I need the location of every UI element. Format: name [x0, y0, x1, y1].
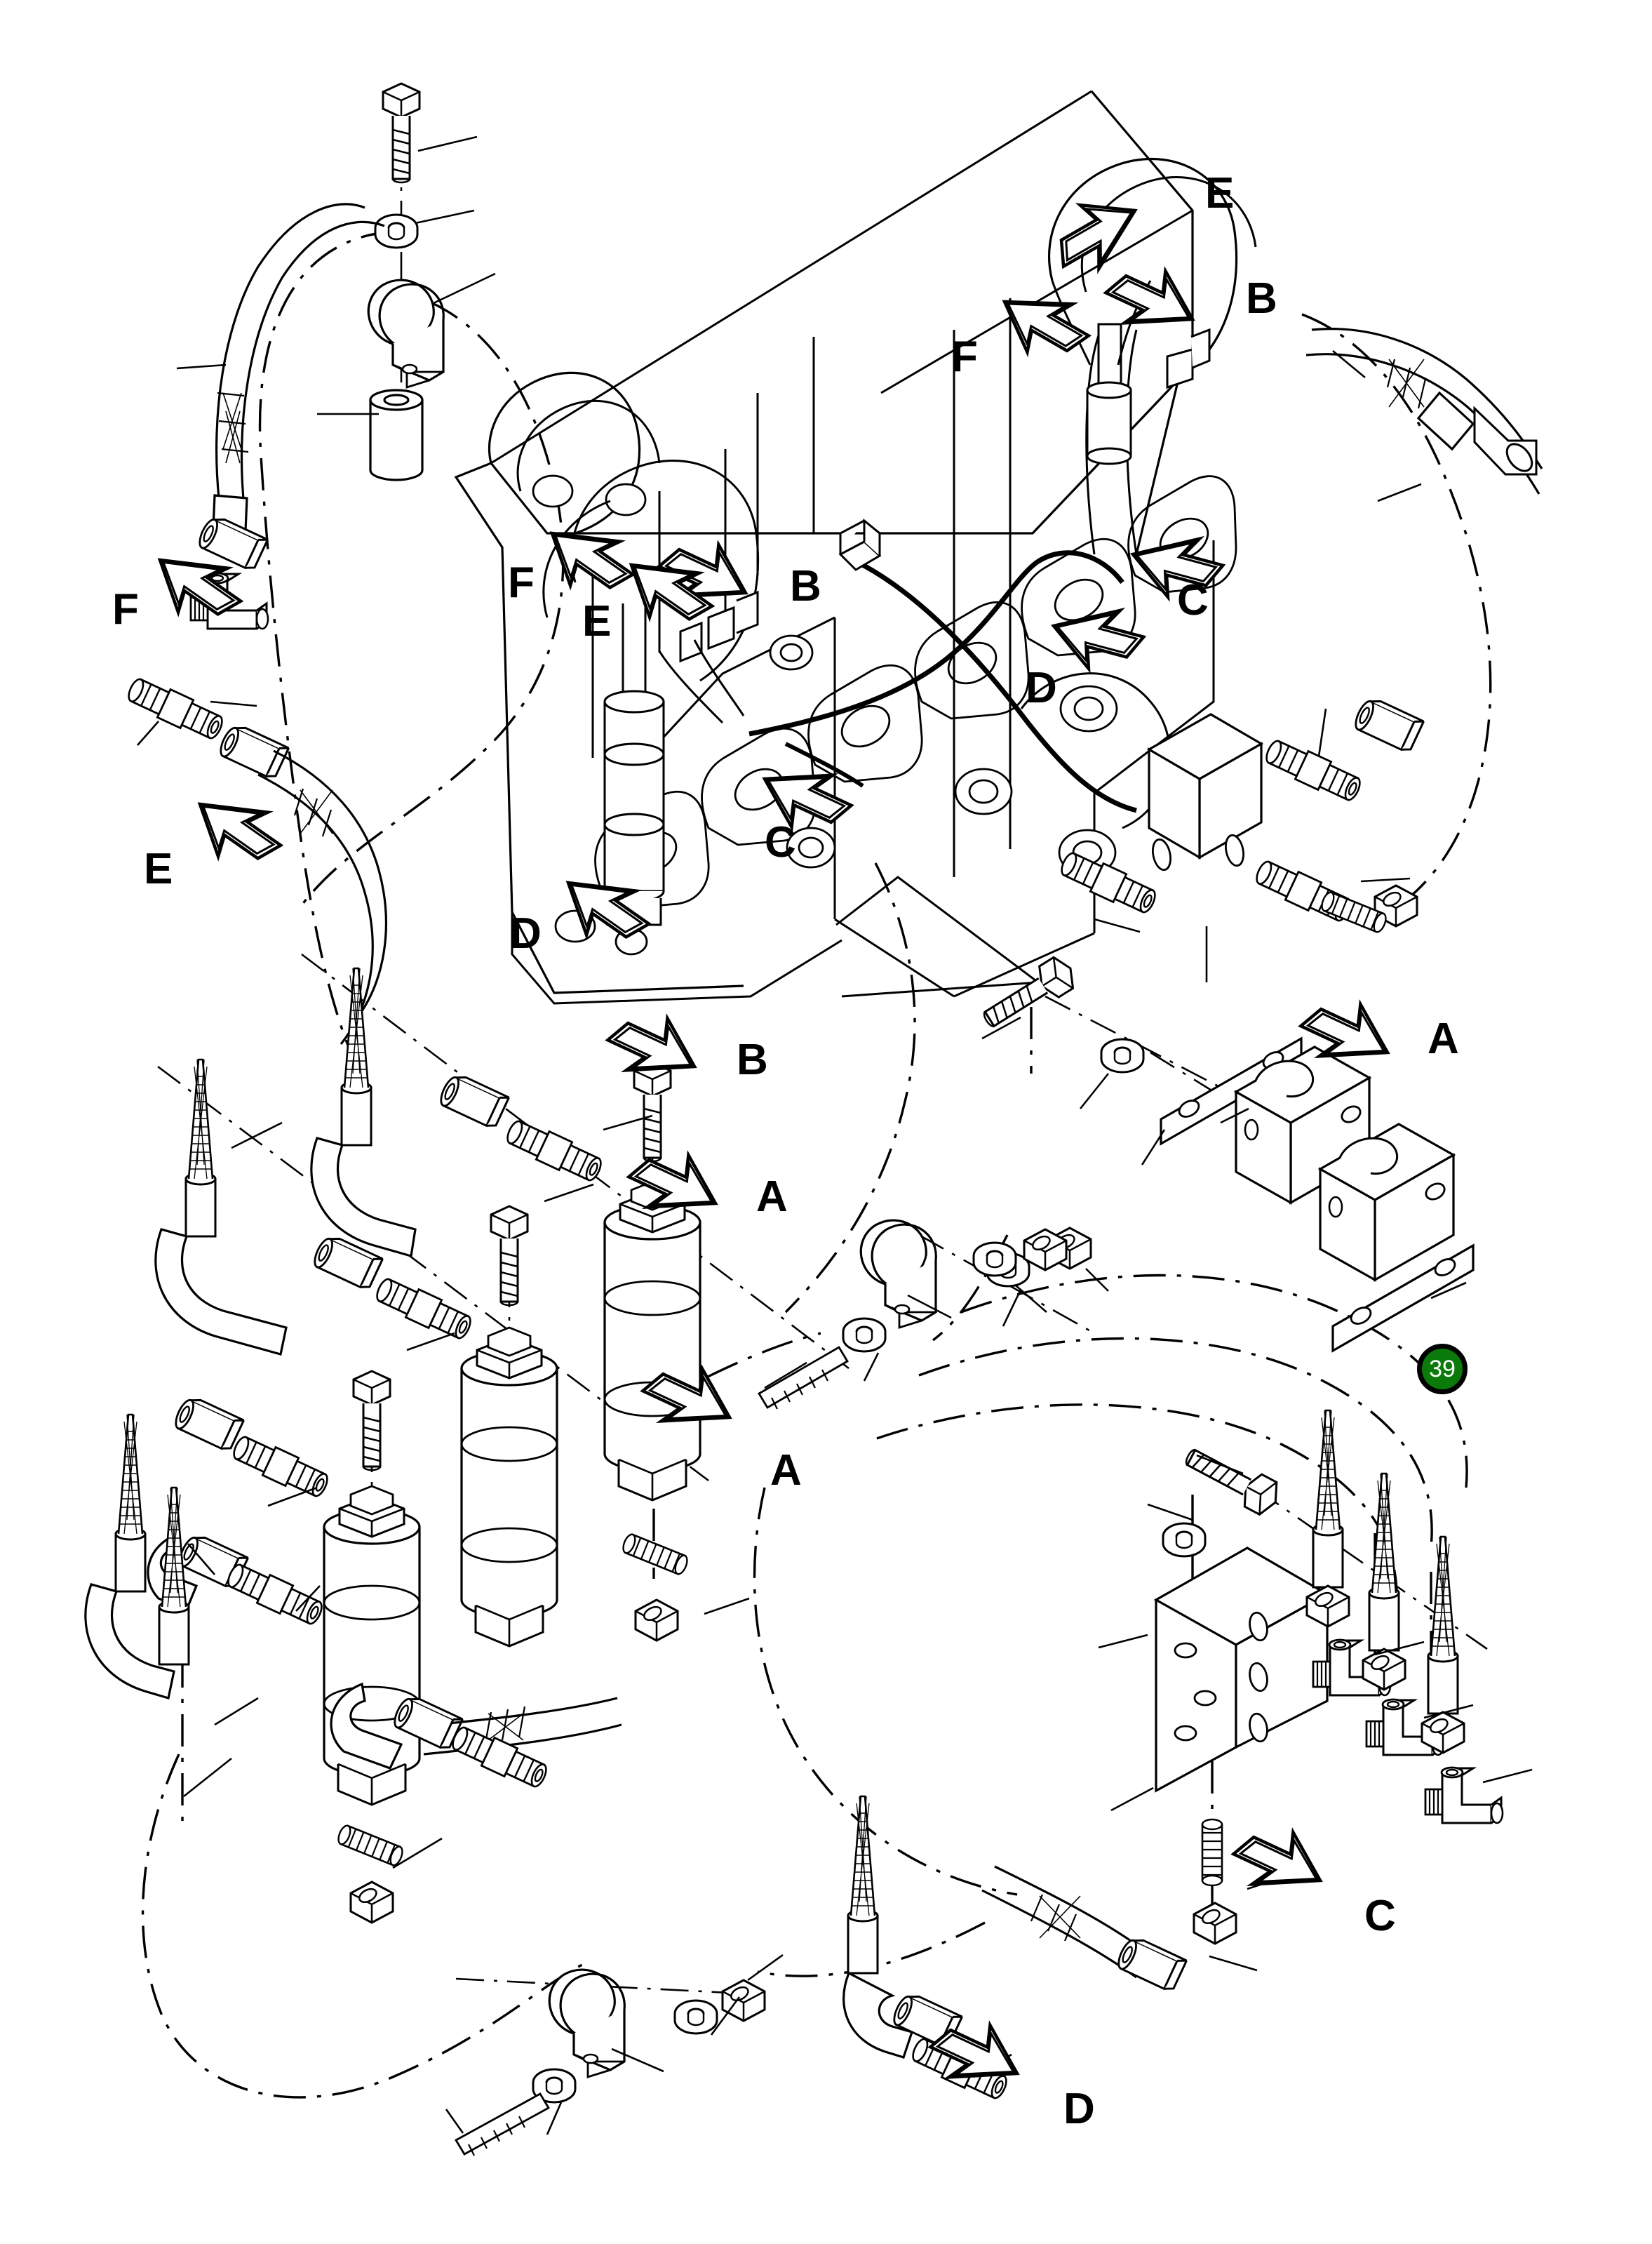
hose-end-nut-upper-right	[1473, 406, 1538, 476]
callout-label-e-c12: E	[144, 845, 173, 893]
page-number-badge: 39	[1417, 1344, 1468, 1394]
body-cylinder-right	[1086, 323, 1132, 465]
flat-washer-upper-left	[374, 213, 419, 249]
flat-washer-lower-clamp-right	[673, 1999, 718, 2035]
callout-label-b-c13: B	[737, 1036, 768, 1084]
hose-elbow-mid	[154, 1228, 288, 1356]
hose-elbow-cylinder-outlet	[330, 1682, 403, 1770]
callout-label-c-c9: C	[765, 818, 796, 867]
callout-label-b-c4: B	[790, 562, 821, 610]
callout-label-a-c15: A	[770, 1446, 802, 1495]
hose-elbow-right	[310, 1137, 417, 1258]
accumulator-cylinder-mid	[460, 1326, 558, 1648]
spacer-sleeve-upper-left	[369, 389, 424, 481]
screw-lower-clamp	[455, 2092, 550, 2156]
manifold-block-lower-right	[1153, 1547, 1330, 1793]
callout-label-f-c6: F	[508, 559, 535, 607]
callout-label-b-c2: B	[1246, 274, 1277, 323]
callout-label-e-c1: E	[1205, 169, 1235, 218]
hose-left-mid	[257, 749, 387, 1046]
junction-block-ports	[1152, 834, 1244, 871]
flat-washer-mid-clamp-2	[972, 1241, 1017, 1277]
page-number-value: 39	[1429, 1355, 1456, 1382]
body-port-wires	[658, 280, 1211, 724]
flat-washer-manifold	[1162, 1522, 1207, 1558]
callout-label-d-c18: D	[1063, 2085, 1095, 2133]
callout-label-c-c17: C	[1364, 1892, 1396, 1940]
body-main-hose	[748, 518, 1137, 813]
flat-washer-clamp-right	[1100, 1038, 1145, 1074]
leader-lines	[137, 135, 1533, 2135]
callout-label-d-c10: D	[510, 909, 542, 958]
hose-elbow-left	[84, 1583, 175, 1700]
accumulator-cylinder-right	[603, 1180, 701, 1502]
callout-label-e-c7: E	[582, 597, 612, 646]
clamp-bracket-leaders	[981, 1016, 1467, 1327]
callout-label-f-c11: F	[112, 585, 139, 634]
callout-label-a-c14: A	[756, 1173, 788, 1221]
callout-label-c-c5: C	[1177, 576, 1209, 625]
hose-elbow-bottom-center	[842, 1971, 914, 2059]
callout-label-d-c8: D	[1026, 664, 1057, 712]
junction-leader-lines	[1094, 708, 1411, 982]
flat-washer-mid-clamp	[842, 1317, 887, 1353]
callout-label-a-c16: A	[1428, 1015, 1459, 1063]
callout-label-f-c3: F	[951, 333, 978, 381]
screw-mid-clamp	[758, 1346, 849, 1410]
